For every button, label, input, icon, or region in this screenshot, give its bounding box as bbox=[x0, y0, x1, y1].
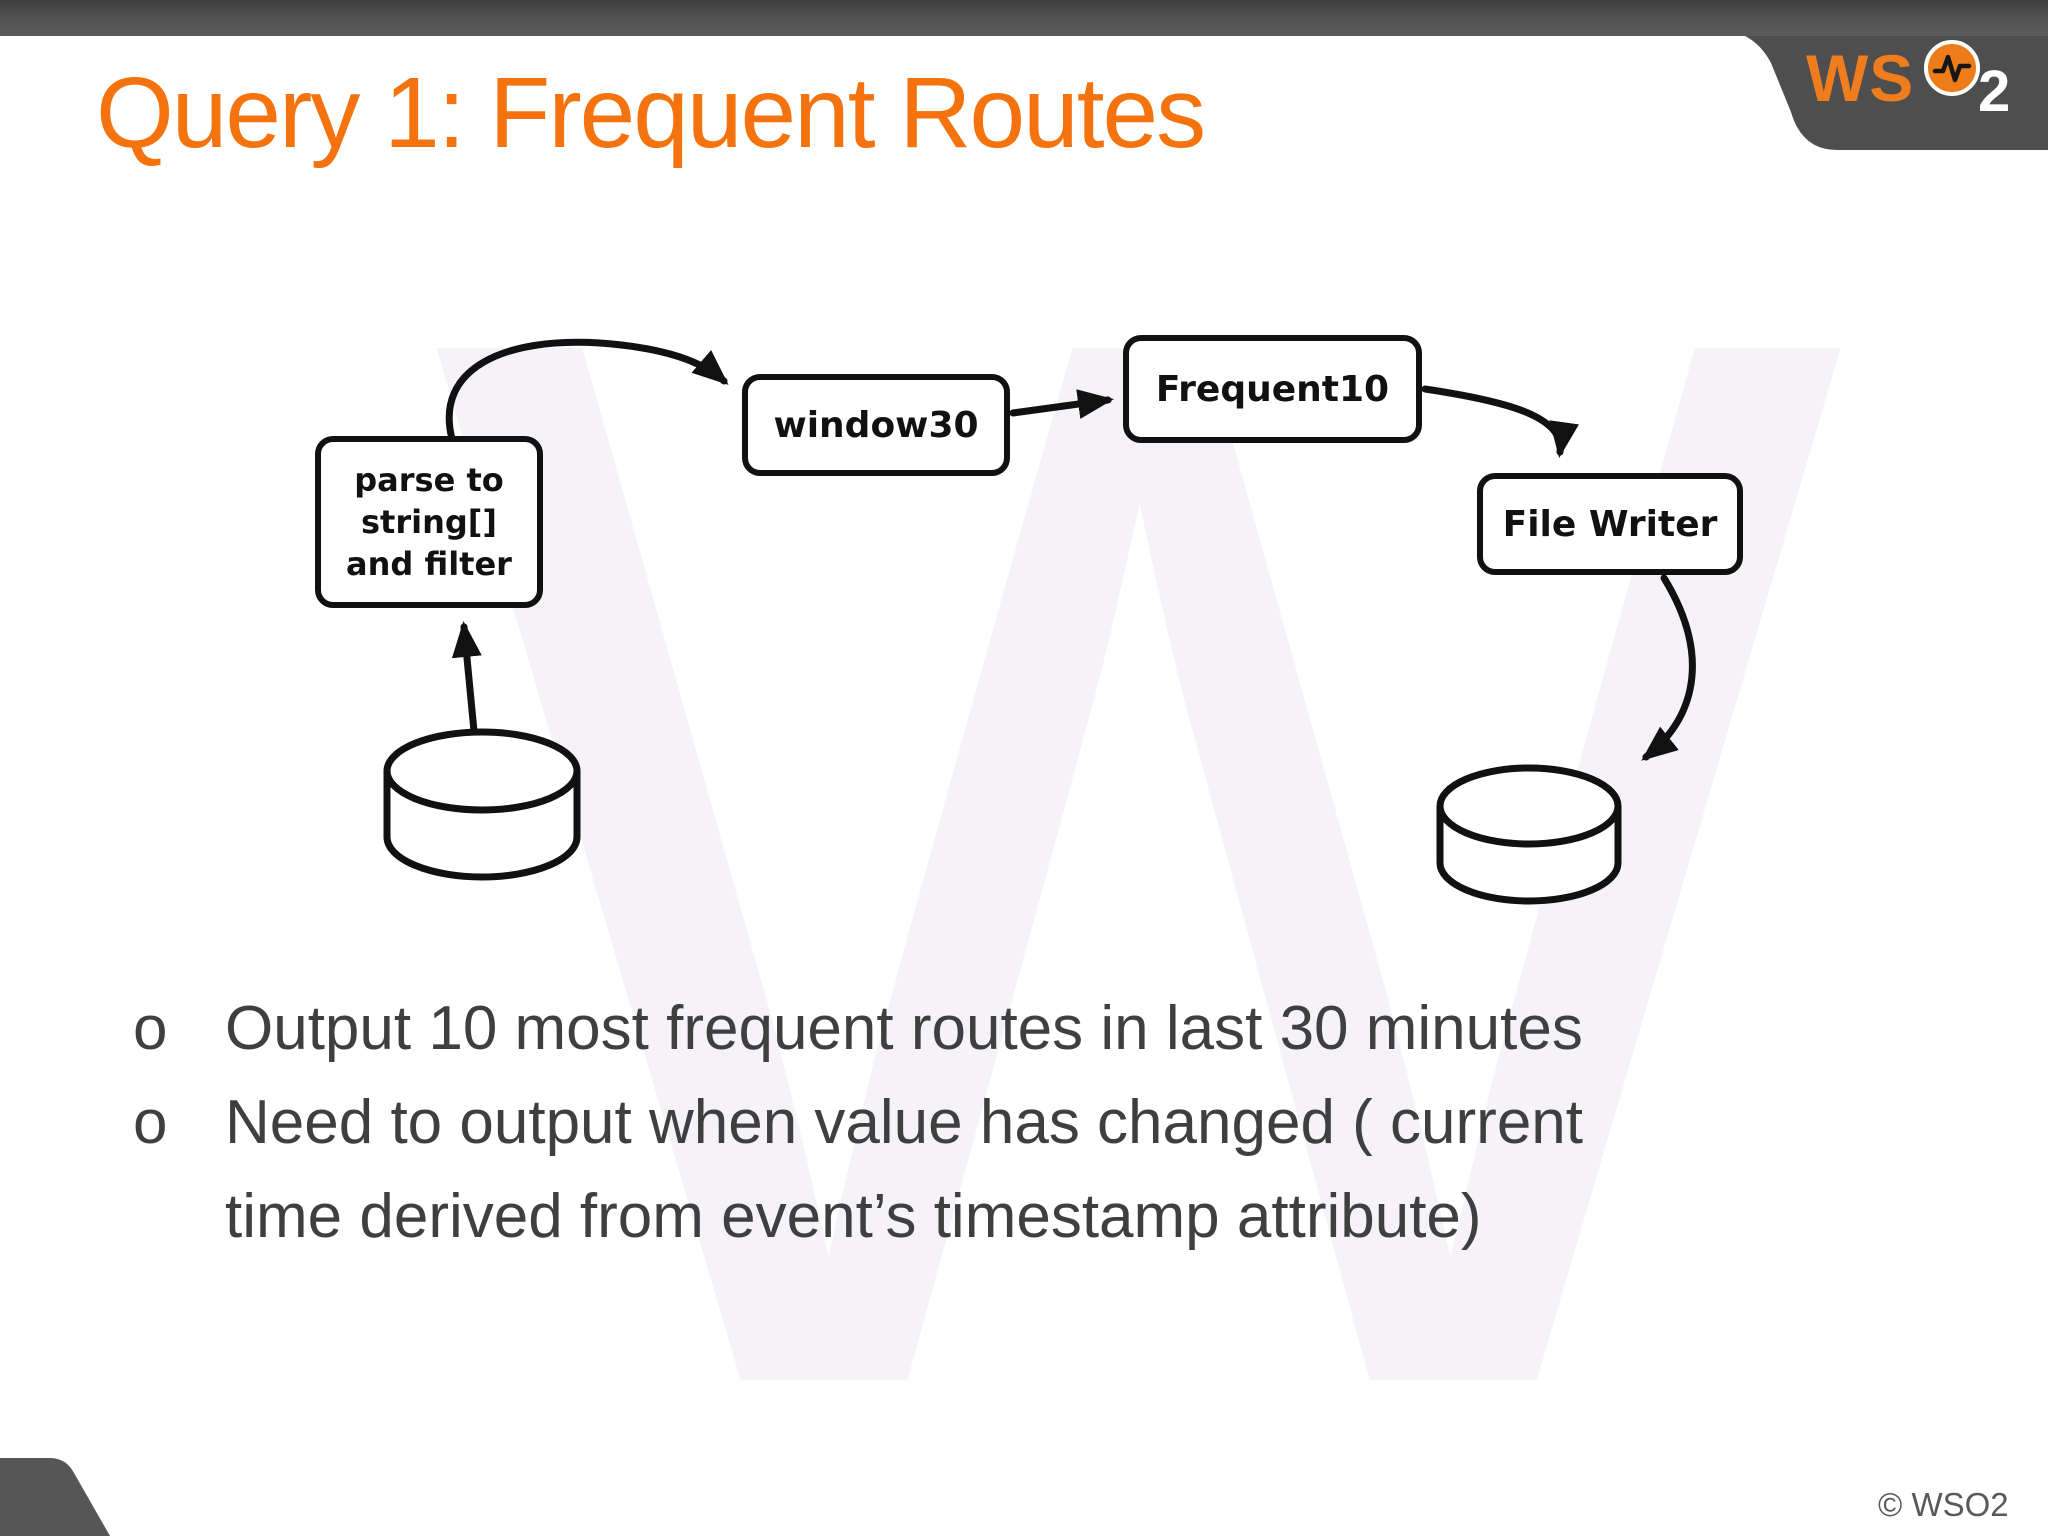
edge-filewriter-to-sink bbox=[1641, 574, 1696, 761]
copyright-label: © WSO2 bbox=[1878, 1486, 2009, 1523]
bullet-marker: o bbox=[133, 994, 168, 1063]
edge-frequent10-to-filewriter bbox=[1421, 385, 1579, 458]
bullet-marker: o bbox=[133, 1088, 168, 1157]
node-file-writer-label: File Writer bbox=[1502, 503, 1718, 545]
node-file-writer: File Writer bbox=[1477, 473, 1743, 575]
bottom-corner-wedge bbox=[0, 1458, 110, 1536]
edge-parse-to-window30 bbox=[445, 338, 729, 443]
node-frequent10-label: Frequent10 bbox=[1155, 368, 1390, 410]
node-window30-label: window30 bbox=[773, 404, 979, 446]
bullet-1-line-1: Output 10 most frequent routes in last 3… bbox=[225, 994, 1583, 1063]
page-title: Query 1: Frequent Routes bbox=[96, 57, 1206, 169]
node-parse-line2: string[] bbox=[360, 502, 498, 541]
node-frequent10: Frequent10 bbox=[1123, 335, 1422, 443]
bullet-2-line-2: time derived from event’s timestamp attr… bbox=[225, 1182, 1482, 1251]
node-parse: parse to string[] and filter bbox=[315, 436, 543, 608]
source-datastore-icon bbox=[383, 728, 581, 881]
bullet-2-line-1: Need to output when value has changed ( … bbox=[225, 1088, 1584, 1157]
sink-datastore-icon bbox=[1436, 764, 1622, 905]
wso2-logo-pulse-icon bbox=[1924, 40, 1980, 96]
edge-window30-to-frequent10 bbox=[1009, 389, 1114, 419]
node-parse-line3: and filter bbox=[346, 545, 512, 584]
top-bar bbox=[0, 0, 2048, 36]
bullet-list: o Output 10 most frequent routes in last… bbox=[133, 982, 1933, 1264]
edge-source-to-parse bbox=[451, 621, 482, 735]
wso2-logo-text: WS bbox=[1806, 41, 1915, 115]
bullet-item: o Output 10 most frequent routes in last… bbox=[133, 982, 1933, 1076]
node-window30: window30 bbox=[742, 374, 1010, 476]
bullet-item: o Need to output when value has changed … bbox=[133, 1076, 1933, 1264]
wso2-logo-subscript: 2 bbox=[1978, 59, 2011, 124]
node-parse-line1: parse to bbox=[354, 460, 504, 499]
